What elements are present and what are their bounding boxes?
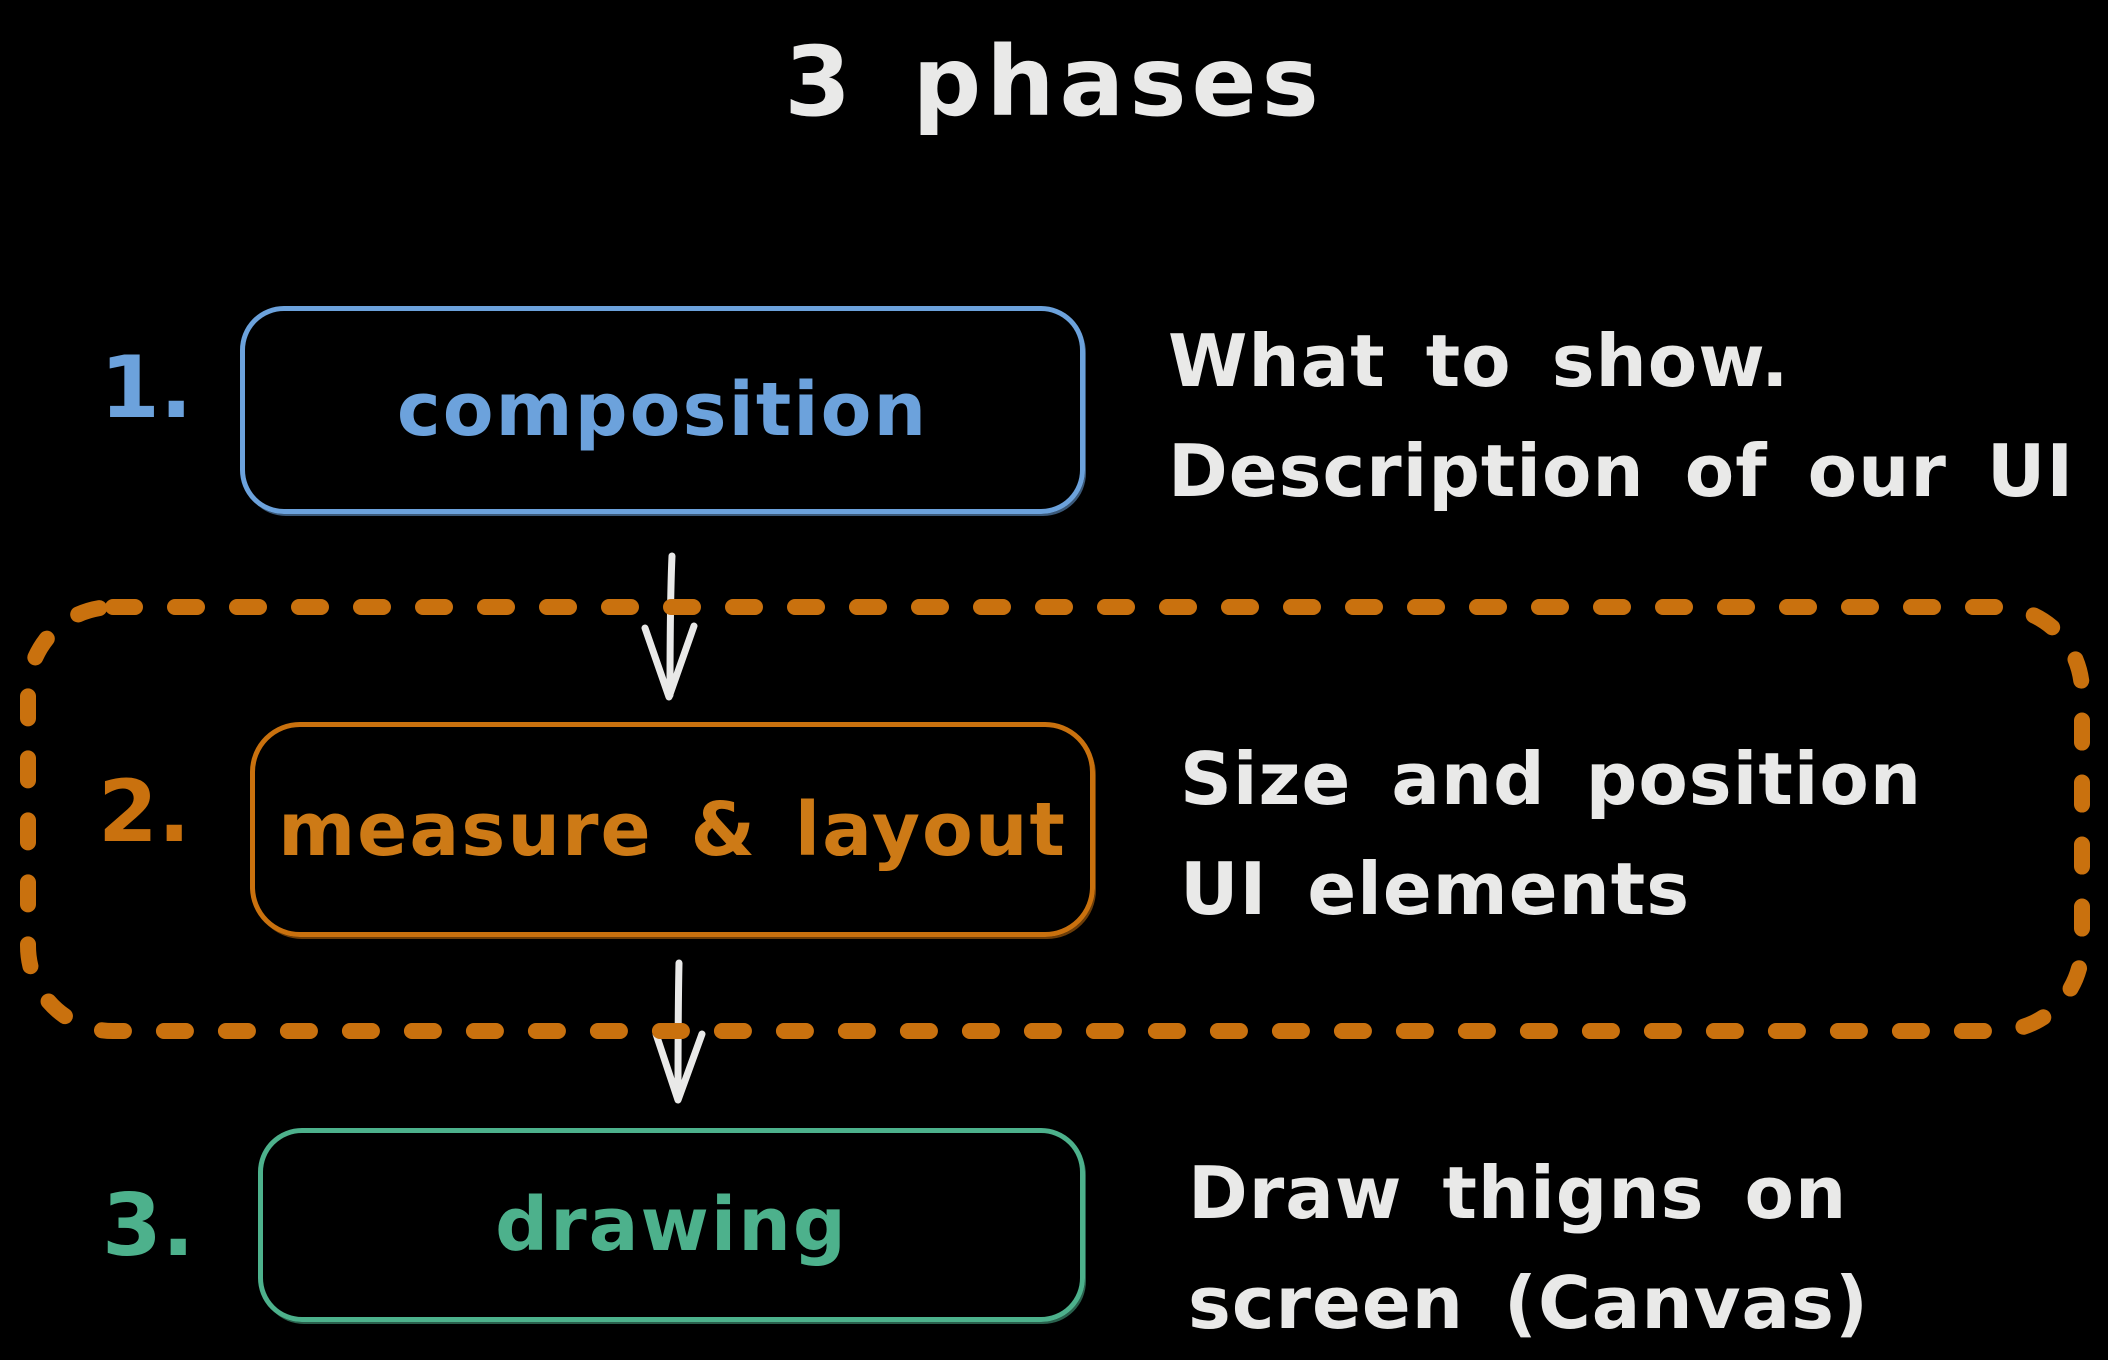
phase-2-label: measure & layout [278,786,1067,873]
phase-3-box-drawing: drawing [258,1128,1085,1322]
phase-3-description-line-1: Draw thigns on [1188,1151,1848,1235]
phase-1-box-composition: composition [240,306,1085,514]
diagram-title: 3 phases [784,26,1324,138]
phase-1-description-line-1: What to show. [1168,319,1790,403]
phase-1-description-line-2: Description of our UI [1168,429,2075,513]
phase-2-box-measure-layout: measure & layout [250,722,1095,937]
arrow-measure-to-drawing [652,959,706,1104]
phase-1-description: What to show. Description of our UI [1168,306,2074,526]
phase-2-number: 2. [98,762,191,862]
phase-2-description-line-1: Size and position [1180,737,1923,821]
phase-3-number: 3. [102,1176,195,1276]
phase-2-description-line-2: UI elements [1180,847,1691,931]
phase-3-description: Draw thigns on screen (Canvas) [1188,1138,1869,1358]
phase-3-label: drawing [495,1182,848,1268]
phase-1-label: composition [396,367,929,453]
phase-2-description: Size and position UI elements [1180,724,1922,944]
arrow-composition-to-measure [641,552,698,701]
phase-3-description-line-2: screen (Canvas) [1188,1261,1869,1345]
phase-1-number: 1. [100,338,193,438]
